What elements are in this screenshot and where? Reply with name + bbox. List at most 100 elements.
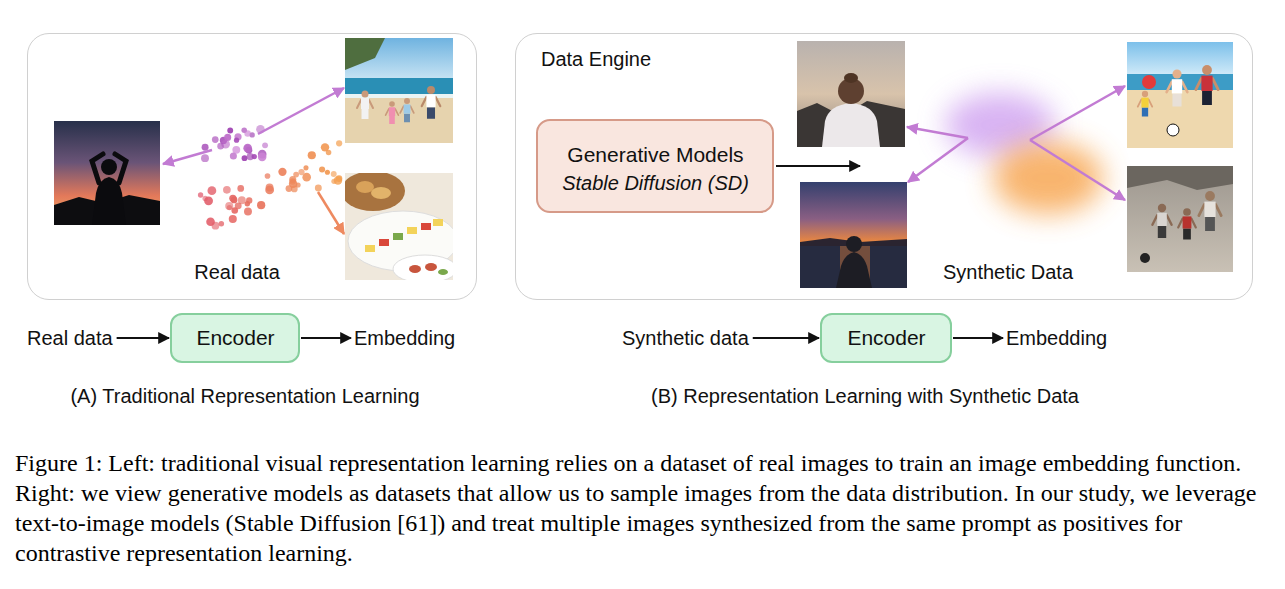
photo-detail (1205, 217, 1215, 231)
photo-detail (1167, 124, 1179, 136)
data-point (245, 201, 250, 206)
photo-detail (427, 107, 435, 119)
photo-detail (362, 109, 369, 119)
person-arm (386, 109, 389, 115)
photo-detail (836, 252, 872, 288)
data-point (258, 153, 267, 162)
data-point (198, 192, 203, 197)
photo-detail (1140, 253, 1150, 263)
photo-detail (404, 114, 410, 123)
person-arm (1199, 204, 1205, 215)
photo-detail (54, 121, 160, 225)
photo-detail (427, 86, 435, 94)
data-point (293, 172, 299, 178)
photo-detail (345, 173, 405, 211)
photo-detail (797, 41, 905, 147)
box-title: Encoder (847, 325, 925, 350)
photo-detail (345, 38, 385, 70)
sample-arrow (907, 127, 968, 138)
sub-caption: (B) Representation Learning with Synthet… (651, 384, 1079, 408)
photo-detail (1158, 226, 1166, 238)
photo-detail (365, 245, 375, 252)
data-point (278, 168, 286, 176)
photo-detail (1205, 191, 1215, 201)
photo (797, 41, 905, 147)
photo-detail (362, 91, 369, 98)
person-arm (1138, 99, 1142, 106)
sample-arrow (1030, 86, 1125, 140)
photo-detail (800, 182, 907, 288)
photo-detail (822, 103, 880, 147)
data-point (227, 205, 232, 210)
photo-detail (1204, 202, 1215, 217)
photo-detail (1158, 204, 1166, 212)
data-point (326, 150, 332, 156)
photo-detail (393, 233, 403, 240)
data-point (265, 173, 271, 179)
photo-detail (389, 101, 395, 107)
flow-arrow (776, 165, 860, 167)
data-point (207, 186, 216, 195)
photo (345, 173, 453, 280)
data-point (204, 196, 213, 205)
data-point (266, 184, 274, 192)
person-arm (1178, 219, 1182, 228)
person-arm (1167, 82, 1172, 92)
person-arm (422, 97, 427, 106)
sample-arrow (258, 88, 344, 134)
data-point (201, 154, 209, 162)
photo-detail (389, 116, 395, 124)
photo-detail (1127, 166, 1233, 190)
data-point (202, 144, 209, 151)
photo-detail (1141, 98, 1148, 108)
person-arm (1167, 215, 1172, 225)
panel-label: Synthetic Data (943, 260, 1073, 284)
photo-detail (1172, 69, 1181, 78)
photo-detail (1127, 42, 1233, 78)
photo-detail (345, 78, 453, 96)
photo-detail (1157, 213, 1167, 226)
photo-detail (1172, 79, 1182, 93)
photo-detail (393, 255, 453, 280)
photo-detail (1127, 90, 1233, 148)
sub-caption: (A) Traditional Representation Learning (70, 384, 419, 408)
encoder-box: Encoder (820, 313, 952, 363)
photo-detail (1142, 75, 1156, 89)
photo-detail (356, 181, 374, 193)
person-arm (1152, 215, 1157, 225)
data-point (244, 130, 250, 136)
photo-detail (438, 269, 448, 275)
person-arm (1149, 99, 1153, 106)
person-arm (410, 106, 413, 113)
data-point (257, 201, 265, 209)
photo-detail (425, 263, 437, 271)
data-point (243, 144, 252, 153)
data-point (262, 142, 268, 148)
person-arm (1182, 82, 1187, 92)
flow-arrow (117, 337, 169, 339)
data-point (235, 202, 242, 209)
data-point (217, 143, 224, 150)
photo-detail (1183, 216, 1192, 228)
photo-detail (426, 95, 435, 108)
photo-detail (371, 187, 391, 199)
photo-detail (1172, 94, 1181, 107)
data-point (237, 185, 244, 192)
photo-detail (1127, 166, 1233, 272)
photo-detail (1202, 65, 1212, 75)
photo-detail (797, 101, 905, 147)
data-point (336, 140, 342, 146)
scatter (198, 125, 342, 230)
sample-arrow (908, 138, 968, 182)
data-point (244, 207, 252, 215)
photo-detail (1183, 229, 1191, 240)
data-point (219, 221, 224, 226)
person-arm (400, 106, 403, 113)
flow-arrow (953, 337, 1003, 339)
photo-detail (1202, 91, 1212, 105)
data-point (242, 155, 248, 161)
data-point (227, 128, 233, 134)
panel-title: Data Engine (541, 47, 651, 71)
flow-arrow (753, 337, 819, 339)
